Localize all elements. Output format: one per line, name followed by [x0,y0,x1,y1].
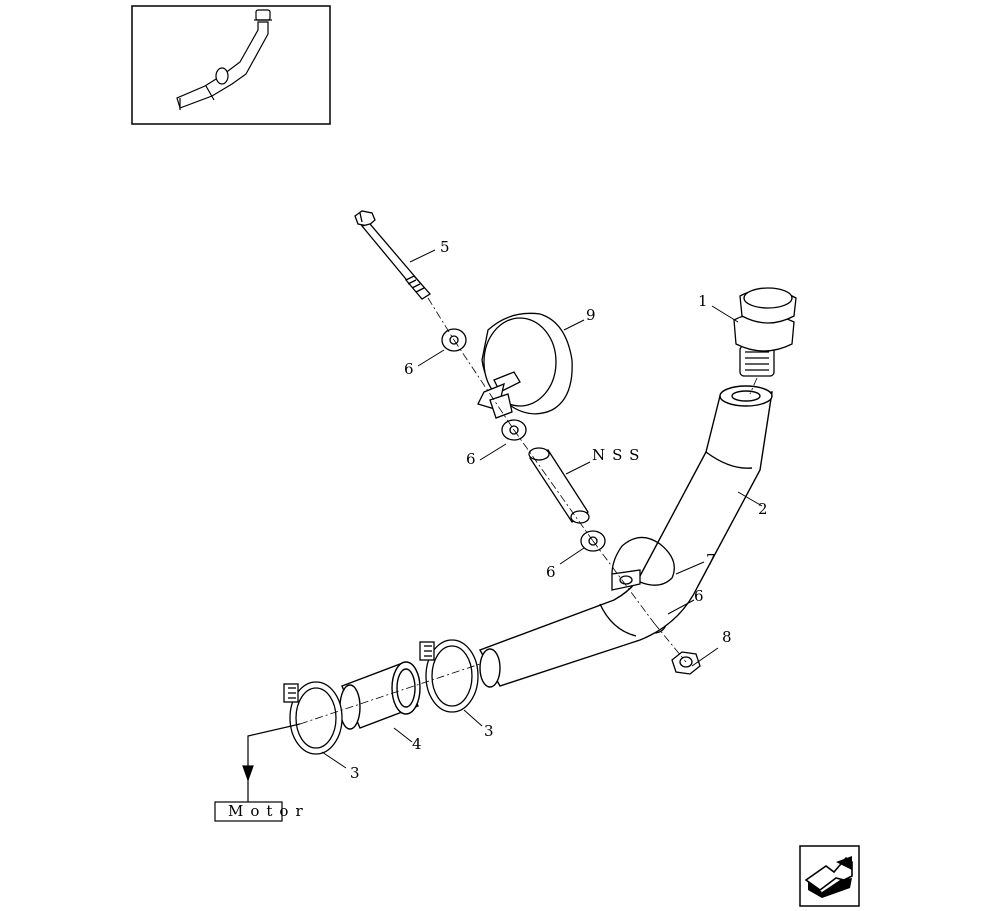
label-part-8: 8 [722,628,732,646]
label-nss: NSS [592,446,646,464]
assembly-thumbnail-icon [131,5,331,125]
breather-cap-part-1 [733,287,797,377]
motor-label: Motor [228,802,310,820]
assembly-axis-lines [299,297,758,725]
next-page-arrow-icon[interactable] [799,845,860,907]
label-part-3-left: 3 [350,764,360,782]
label-part-1: 1 [698,292,708,310]
hose-clamp-part-3-left [283,681,343,755]
clamp-part-9 [477,312,573,419]
spacer-tube-nss [528,447,590,524]
label-part-2: 2 [758,500,768,518]
label-part-6-a: 6 [404,360,414,378]
hose-part-4 [339,661,421,730]
label-part-7: 7 [706,551,716,569]
pipe-part-2 [478,385,773,688]
leader-lines [321,249,763,769]
bolt-part-5 [354,210,431,300]
label-part-4: 4 [412,735,422,753]
motor-label-box[interactable]: Motor [214,801,310,822]
label-part-9: 9 [586,306,596,324]
hose-clamp-part-3-right [419,639,479,713]
label-part-6-d: 6 [694,587,704,605]
pipe-clamp-part-7 [611,536,675,591]
motor-connection-arrow [242,723,301,802]
label-part-5: 5 [440,238,450,256]
label-part-6-b: 6 [466,450,476,468]
label-part-6-c: 6 [546,563,556,581]
label-part-3-right: 3 [484,722,494,740]
